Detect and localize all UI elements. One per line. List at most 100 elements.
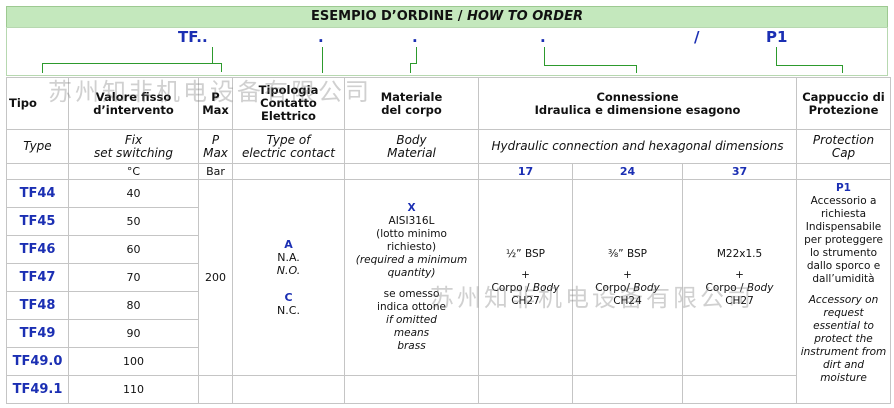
type-code: TF49.0 [6, 347, 69, 376]
table-row: TF49.1 110 [6, 375, 891, 404]
conn-code-37: 37 [682, 163, 797, 180]
type-code: TF49 [6, 319, 69, 348]
material-omit-en: if omitted means brass [386, 314, 437, 352]
set-value: 60 [68, 235, 199, 264]
bracket-connection-left [544, 47, 545, 65]
unit-pressure: Bar [198, 163, 233, 180]
conn37-thread: M22x1.5 [716, 247, 763, 260]
material-name: AISI316L [388, 215, 435, 227]
cap-it: Accessorio a richiesta Indispensabile pe… [804, 195, 883, 285]
pmax-value: 200 [198, 179, 233, 376]
contact-cell: A N.A. N.O. C N.C. [232, 179, 345, 376]
bracket-contact-stem [322, 47, 323, 73]
code-type-part: TF.. [178, 28, 208, 46]
bracket-connection-drop [636, 65, 637, 73]
conn17-spacer [481, 261, 570, 269]
col-pmax: P Max [198, 77, 233, 130]
table-row: TF48 80 [6, 291, 891, 320]
bracket-cap-line [776, 65, 842, 66]
order-code-bar: TF.. . . . / P1 [6, 27, 888, 76]
header-row-italian: Tipo Valore fisso d’intervento P Max Tip… [6, 77, 891, 130]
col-contact-en: Type of electric contact [232, 129, 345, 164]
table-row: TF46 60 [6, 235, 891, 264]
col-tipologia: Tipologia Contatto Elettrico [232, 77, 345, 130]
empty-cell [232, 375, 345, 404]
type-code: TF44 [6, 179, 69, 208]
bracket-cap-left [776, 47, 777, 65]
cap-spacer [799, 286, 888, 294]
type-code: TF47 [6, 263, 69, 292]
connection-17-cell: ½” BSP + Corpo / Body CH27 [478, 179, 573, 376]
contact-c-code: C [284, 291, 293, 304]
bracket-type [42, 63, 222, 72]
type-code: TF48 [6, 291, 69, 320]
empty-cell [682, 375, 797, 404]
bracket-connection-line [544, 65, 636, 66]
contact-a-it: N.A. [277, 251, 300, 264]
contact-c-it: N.C. [277, 304, 300, 317]
col-tipo-label: Tipo [9, 96, 37, 110]
col-materiale: Materiale del corpo [344, 77, 479, 130]
col-hydraulic-en: Hydraulic connection and hexagonal dimen… [478, 129, 797, 164]
conn37-body-en: Body [746, 281, 774, 294]
bracket-cap-drop [842, 65, 843, 73]
col-valore: Valore fisso d’intervento [68, 77, 199, 130]
material-cell: X AISI316L (lotto minimo richiesto) (req… [344, 179, 479, 376]
set-value: 40 [68, 179, 199, 208]
unit-temp: °C [68, 163, 199, 180]
conn17-hex: CH27 [511, 294, 540, 307]
units-row: °C Bar 17 24 37 [6, 163, 891, 180]
type-code: TF45 [6, 207, 69, 236]
cap-cell: P1 Accessorio a richiesta Indispensabile… [796, 179, 891, 404]
cap-code: P1 [835, 182, 851, 194]
order-code-frame [6, 27, 888, 76]
conn17-plus: + [521, 268, 530, 281]
connection-37-cell: M22x1.5 + Corpo / Body CH27 [682, 179, 797, 376]
col-tipo: Tipo [6, 77, 69, 130]
empty-cell [344, 375, 479, 404]
set-value: 80 [68, 291, 199, 320]
conn37-body: Corpo / Body [685, 282, 794, 295]
col-pmax-en: P Max [198, 129, 233, 164]
conn-code-24: 24 [572, 163, 683, 180]
order-example-header: ESEMPIO D’ORDINE / HOW TO ORDER [6, 6, 888, 28]
conn24-thread: ⅜” BSP [608, 247, 647, 260]
code-dot-connection: . [540, 28, 546, 46]
conn17-thread: ½” BSP [506, 247, 545, 260]
conn37-spacer [685, 261, 794, 269]
conn24-spacer [575, 261, 680, 269]
header-title-english: HOW TO ORDER [467, 9, 583, 24]
conn24-plus: + [623, 268, 632, 281]
table-row: TF44 40 200 A N.A. N.O. C N.C. X AISI316… [6, 179, 891, 404]
unit-empty-3 [344, 163, 479, 180]
empty-cell [572, 375, 683, 404]
material-note-it: (lotto minimo richiesto) [376, 228, 447, 253]
code-cap-part: P1 [766, 28, 788, 46]
conn24-body: Corpo/ Body [575, 282, 680, 295]
bracket-type-drop [42, 64, 43, 73]
cap-en: Accessory on request essential to protec… [800, 294, 887, 384]
conn37-body-it: Corpo / [705, 281, 747, 294]
contact-a-en: N.O. [276, 264, 301, 277]
empty-cell [478, 375, 573, 404]
contact-spacer [235, 277, 342, 291]
conn37-hex: CH27 [725, 294, 754, 307]
set-value: 90 [68, 319, 199, 348]
table-row: TF45 50 [6, 207, 891, 236]
bracket-type-stem [212, 47, 213, 63]
conn37-plus: + [735, 268, 744, 281]
conn17-body-en: Body [532, 281, 560, 294]
col-cap-en: Protection Cap [796, 129, 891, 164]
material-spacer [347, 280, 476, 288]
type-code: TF46 [6, 235, 69, 264]
unit-empty-4 [796, 163, 891, 180]
conn24-hex: CH24 [613, 294, 642, 307]
col-body-en: Body Material [344, 129, 479, 164]
unit-empty-2 [232, 163, 345, 180]
set-value: 70 [68, 263, 199, 292]
col-fix: Fix set switching [68, 129, 199, 164]
bracket-material-join [410, 63, 417, 64]
bracket-material-drop [410, 63, 411, 73]
col-cappuccio: Cappuccio di Protezione [796, 77, 891, 130]
material-code: X [407, 202, 416, 214]
